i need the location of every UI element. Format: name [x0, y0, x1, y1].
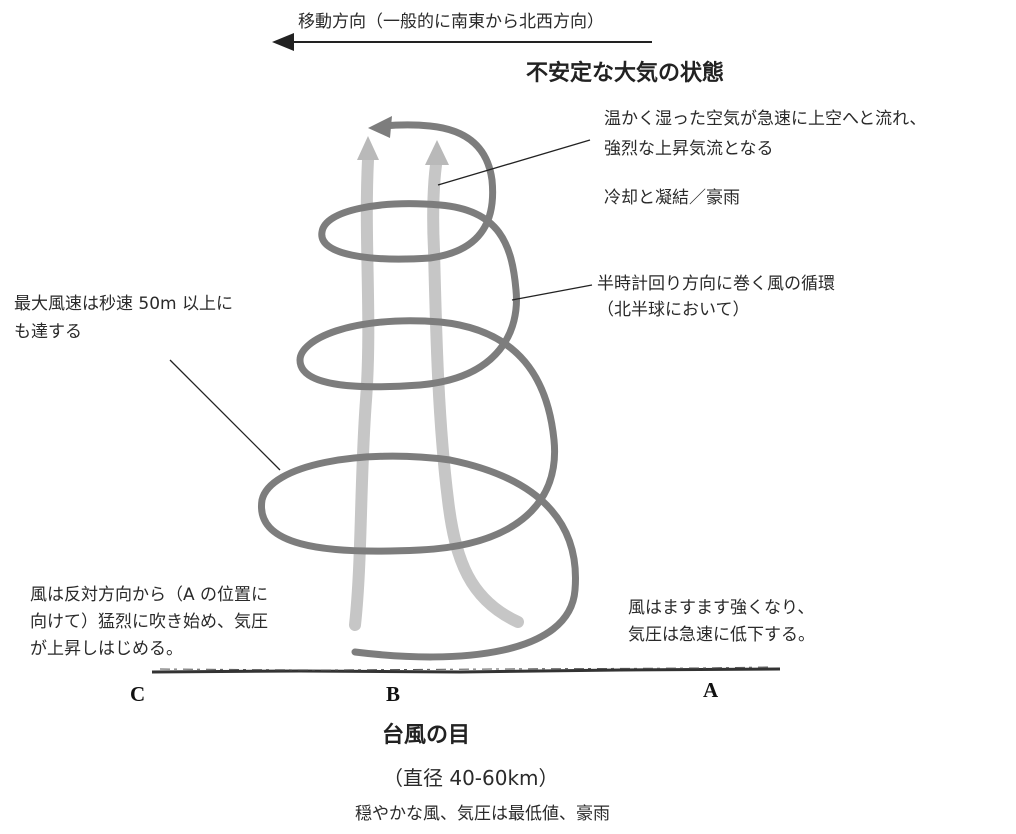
position-b-label: B — [386, 682, 401, 706]
leader-lines — [169, 139, 593, 471]
page-title: 不安定な大気の状態 — [526, 61, 725, 86]
counterclockwise-label-line2: （北半球において） — [597, 300, 750, 320]
warm-air-label-line1: 温かく湿った空気が急速に上空へと流れ、 — [604, 109, 927, 129]
ground-line — [151, 666, 781, 674]
updraft-bands — [349, 136, 524, 631]
warm-air-label-line2: 強烈な上昇気流となる — [604, 139, 774, 159]
updraft-band-right — [427, 159, 524, 628]
eye-description: 穏やかな風、気圧は最低値、豪雨 — [355, 804, 610, 824]
left-bottom-label-line2: 向けて）猛烈に吹き始め、気圧 — [30, 612, 268, 632]
max-wind-label-line1: 最大風速は秒速 50m 以上に — [14, 294, 233, 314]
right-bottom-label-line2: 気圧は急速に低下する。 — [628, 625, 815, 645]
counterclockwise-label-line1: 半時計回り方向に巻く風の循環 — [597, 274, 835, 294]
eye-title: 台風の目 — [382, 723, 471, 748]
updraft-arrowhead-right — [425, 140, 449, 165]
position-c-label: C — [130, 682, 146, 706]
leader-warm-air — [437, 139, 591, 186]
right-bottom-label-line1: 風はますます強くなり、 — [628, 598, 815, 618]
updraft-arrowhead-left — [357, 136, 379, 160]
updraft-band-left — [349, 154, 375, 631]
left-bottom-label-line1: 風は反対方向から（A の位置に — [30, 585, 269, 605]
max-wind-label-line2: も達する — [14, 322, 82, 342]
spiral-arrowhead — [368, 116, 392, 138]
movement-direction-label: 移動方向（一般的に南東から北西方向） — [298, 12, 604, 32]
eye-diameter: （直径 40-60km） — [383, 766, 559, 790]
counterclockwise-spiral — [258, 116, 579, 661]
left-bottom-label-line3: が上昇しはじめる。 — [30, 639, 183, 659]
movement-arrow — [272, 33, 652, 51]
position-a-label: A — [703, 678, 719, 702]
cooling-label: 冷却と凝結／豪雨 — [604, 188, 740, 208]
leader-counterclockwise — [511, 284, 593, 301]
leader-max-wind — [169, 359, 281, 471]
